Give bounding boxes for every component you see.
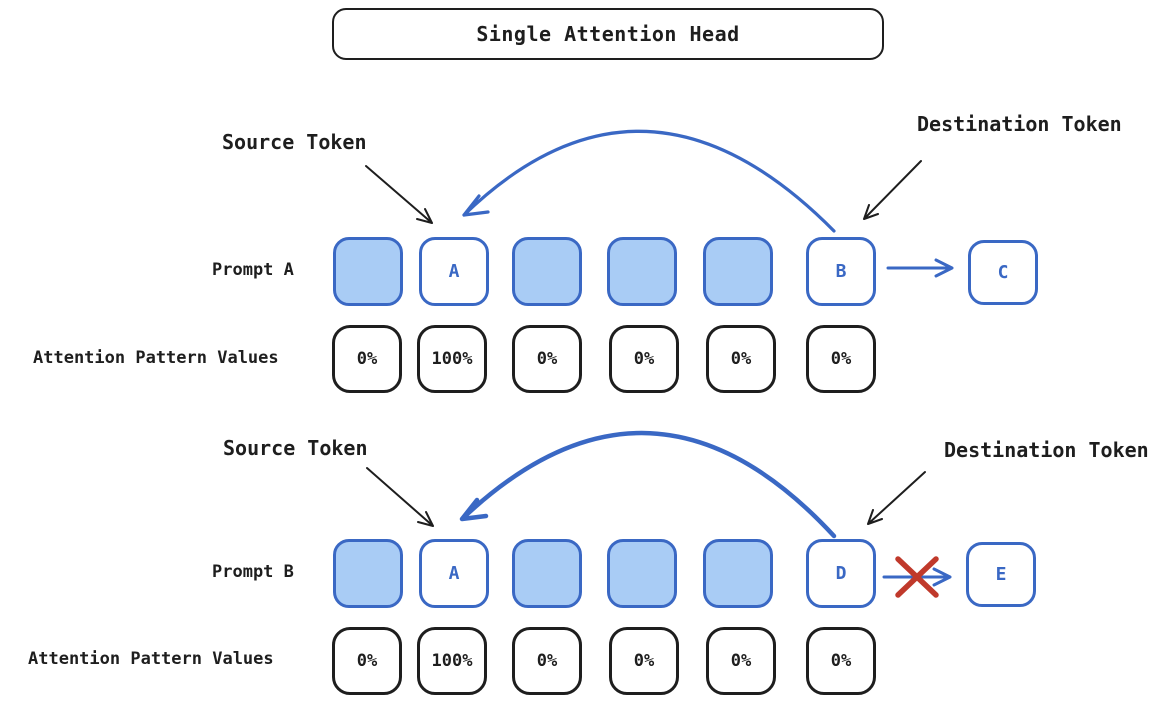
- token-box-a4: [607, 237, 677, 306]
- next-token-arrow-b: [882, 567, 952, 587]
- value-box-b2: 100%: [417, 627, 487, 695]
- value-box-b5: 0%: [706, 627, 776, 695]
- token-box-b3: [512, 539, 582, 608]
- value-text: 0%: [633, 349, 655, 369]
- attention-values-label-b: Attention Pattern Values: [28, 649, 274, 669]
- token-letter: B: [835, 261, 847, 282]
- value-box-b3: 0%: [512, 627, 582, 695]
- value-box-a5: 0%: [706, 325, 776, 393]
- token-box-a1: [333, 237, 403, 306]
- value-box-a3: 0%: [512, 325, 582, 393]
- token-box-b6: D: [806, 539, 876, 608]
- attention-values-label-a: Attention Pattern Values: [33, 348, 279, 368]
- destination-pointer-arrow-b: [867, 471, 926, 525]
- next-token-box-b: E: [966, 542, 1036, 607]
- value-text: 0%: [633, 651, 655, 671]
- value-text: 0%: [830, 349, 852, 369]
- token-box-b4: [607, 539, 677, 608]
- value-box-a1: 0%: [332, 325, 402, 393]
- value-text: 0%: [356, 651, 378, 671]
- destination-pointer-arrow-a: [863, 160, 922, 220]
- token-box-b1: [333, 539, 403, 608]
- token-box-a6: B: [806, 237, 876, 306]
- token-letter: D: [835, 563, 847, 584]
- source-pointer-arrow-a: [365, 165, 433, 224]
- next-token-arrow-a: [886, 258, 954, 278]
- token-box-a2: A: [419, 237, 489, 306]
- source-token-label-b: Source Token: [223, 436, 368, 460]
- source-pointer-arrow-b: [366, 467, 434, 527]
- value-box-a2: 100%: [417, 325, 487, 393]
- value-text: 100%: [431, 349, 473, 369]
- token-box-a3: [512, 237, 582, 306]
- token-letter: E: [995, 564, 1007, 585]
- source-token-label-a: Source Token: [222, 130, 367, 154]
- destination-token-label-b: Destination Token: [944, 438, 1149, 462]
- token-box-b2: A: [419, 539, 489, 608]
- token-letter: A: [448, 261, 460, 282]
- title-box: Single Attention Head: [332, 8, 884, 60]
- next-token-box-a: C: [968, 240, 1038, 305]
- blocked-x-icon: [895, 556, 939, 598]
- value-text: 0%: [730, 651, 752, 671]
- attention-arrow-a: [462, 129, 836, 233]
- token-box-b5: [703, 539, 773, 608]
- value-box-b1: 0%: [332, 627, 402, 695]
- token-box-a5: [703, 237, 773, 306]
- token-letter: A: [448, 563, 460, 584]
- value-box-b6: 0%: [806, 627, 876, 695]
- destination-token-label-a: Destination Token: [917, 112, 1122, 136]
- value-box-a6: 0%: [806, 325, 876, 393]
- value-text: 100%: [431, 651, 473, 671]
- title-text: Single Attention Head: [476, 22, 740, 46]
- value-text: 0%: [830, 651, 852, 671]
- prompt-a-label: Prompt A: [212, 260, 294, 280]
- prompt-b-label: Prompt B: [212, 562, 294, 582]
- value-text: 0%: [536, 349, 558, 369]
- value-text: 0%: [730, 349, 752, 369]
- value-text: 0%: [536, 651, 558, 671]
- value-box-a4: 0%: [609, 325, 679, 393]
- token-letter: C: [997, 262, 1009, 283]
- value-text: 0%: [356, 349, 378, 369]
- attention-arrow-b: [459, 431, 837, 539]
- value-box-b4: 0%: [609, 627, 679, 695]
